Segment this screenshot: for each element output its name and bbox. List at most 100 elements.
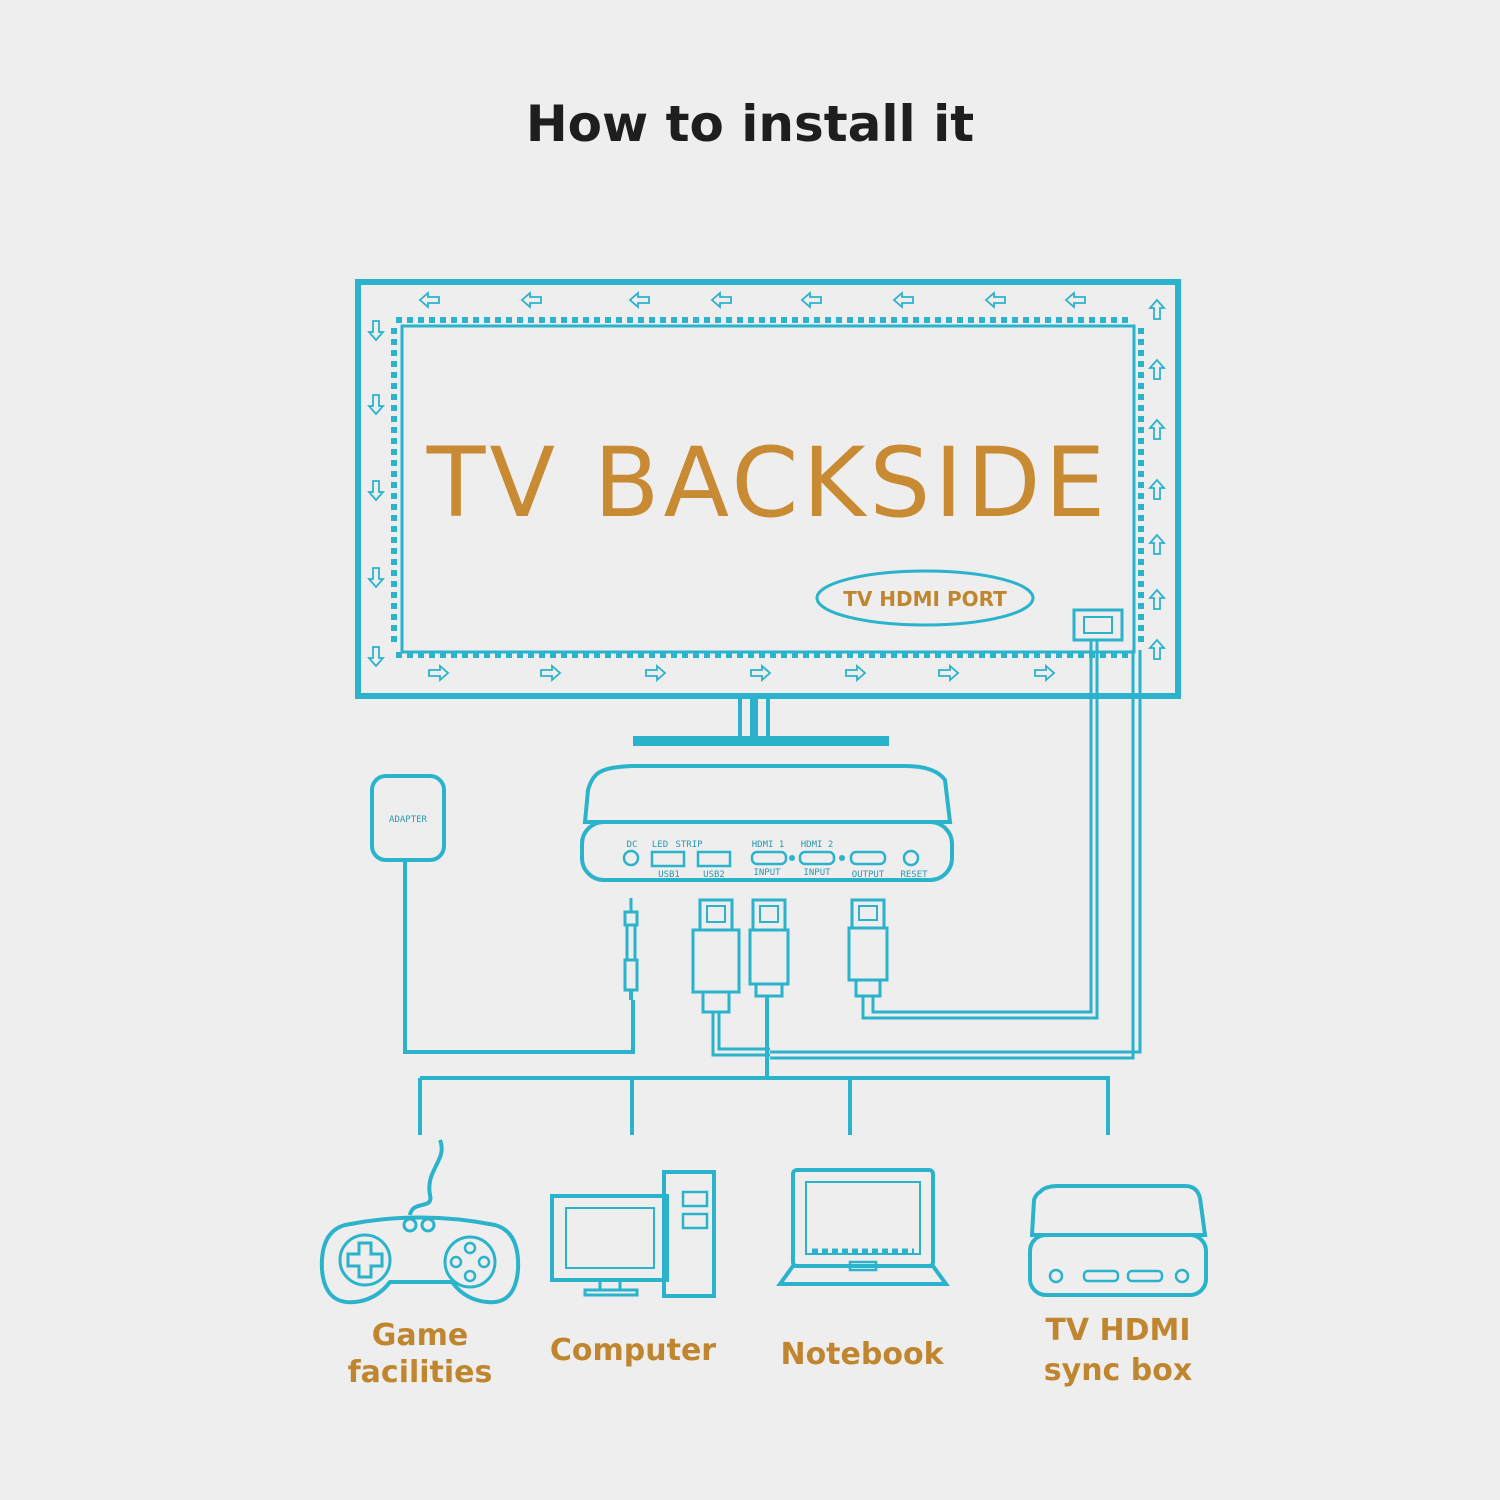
dc-port	[622, 849, 640, 867]
led-chip	[391, 537, 397, 543]
sync-box-icon-button	[1174, 1268, 1190, 1284]
led-chip	[1100, 652, 1106, 658]
led-chip	[990, 652, 996, 658]
led-chip	[429, 652, 435, 658]
gamepad-cable	[408, 1139, 444, 1216]
led-chip	[990, 317, 996, 323]
led-chip	[880, 652, 886, 658]
direction-arrow-icon	[892, 291, 914, 309]
led-chip	[391, 438, 397, 444]
led-chip	[1138, 460, 1144, 466]
led-chip	[704, 317, 710, 323]
led-chip	[391, 559, 397, 565]
led-chip	[715, 652, 721, 658]
device-label-notebook: Notebook	[780, 1337, 944, 1372]
led-chip	[682, 652, 688, 658]
device-bus	[418, 1075, 1110, 1135]
direction-arrow-icon	[540, 664, 562, 682]
hdmi2-plug-tip	[759, 905, 779, 923]
led-chip	[391, 394, 397, 400]
led-chip	[1138, 537, 1144, 543]
hdmi-plug-1	[691, 898, 770, 1057]
computer-tower	[662, 1170, 716, 1298]
tv-hdmi-port-slot	[1083, 616, 1113, 634]
led-chip	[583, 317, 589, 323]
direction-arrows	[367, 291, 1166, 682]
led-chip	[935, 317, 941, 323]
led-chip	[1012, 652, 1018, 658]
laptop-touchpad	[848, 1260, 878, 1272]
led-chip	[1023, 317, 1029, 323]
led-chip	[391, 460, 397, 466]
hdmi-plug-output	[847, 640, 1099, 1020]
direction-arrow-icon	[418, 291, 440, 309]
device-label-game-line2: facilities	[348, 1355, 493, 1390]
computer-stand-base	[583, 1288, 639, 1297]
led-chip	[1138, 636, 1144, 642]
led-chip	[671, 652, 677, 658]
led-chip	[451, 652, 457, 658]
led-chip	[391, 482, 397, 488]
port-label-hdmi2: HDMI 2	[801, 840, 834, 850]
led-chip	[391, 636, 397, 642]
port-label-usb2: USB2	[703, 870, 725, 880]
direction-arrow-icon	[1148, 298, 1166, 320]
reset-button	[902, 849, 920, 867]
led-chip	[891, 317, 897, 323]
led-chip	[671, 317, 677, 323]
led-chip	[473, 317, 479, 323]
led-chip	[792, 652, 798, 658]
led-chip	[550, 317, 556, 323]
led-chip	[1138, 493, 1144, 499]
laptop-icon	[776, 1168, 950, 1286]
output-cable-to-tv	[861, 640, 1099, 1020]
direction-arrow-icon	[1148, 358, 1166, 380]
device-label-computer: Computer	[550, 1333, 716, 1368]
sync-box-front	[580, 820, 954, 882]
hdmi1-input-port	[750, 850, 788, 866]
direction-arrow-icon	[845, 664, 867, 682]
led-chip	[495, 652, 501, 658]
led-chip	[594, 652, 600, 658]
dc-plug-body	[623, 898, 639, 992]
led-chip	[528, 652, 534, 658]
led-chip	[539, 317, 545, 323]
led-chip	[1138, 438, 1144, 444]
led-chip	[880, 317, 886, 323]
led-chip	[1138, 526, 1144, 532]
led-chip	[1138, 328, 1144, 334]
led-chip	[1089, 317, 1095, 323]
hdmi2-input-port	[798, 850, 836, 866]
led-chip	[561, 317, 567, 323]
direction-arrow-icon	[367, 480, 385, 502]
led-chip	[484, 317, 490, 323]
tv-hdmi-port-oval	[815, 569, 1035, 627]
led-chip	[1138, 504, 1144, 510]
led-chip	[1138, 482, 1144, 488]
led-chip	[924, 317, 930, 323]
led-chip	[660, 317, 666, 323]
led-chip	[638, 652, 644, 658]
laptop-screen	[805, 1181, 921, 1255]
led-chip	[1100, 317, 1106, 323]
led-chip	[902, 652, 908, 658]
led-chip	[391, 427, 397, 433]
tv-hdmi-port	[1072, 608, 1124, 642]
led-chip	[1012, 317, 1018, 323]
direction-arrow-icon	[645, 664, 667, 682]
output-cable-to-tv	[871, 640, 1093, 1014]
led-chip	[847, 652, 853, 658]
led-chip	[1122, 317, 1128, 323]
led-chip	[847, 317, 853, 323]
led-chip	[748, 652, 754, 658]
led-chip	[391, 372, 397, 378]
led-chip	[1138, 581, 1144, 587]
direction-arrow-icon	[428, 664, 450, 682]
led-chip	[924, 652, 930, 658]
adapter-cable	[403, 860, 635, 1054]
led-chip	[803, 652, 809, 658]
led-chip	[391, 515, 397, 521]
led-chip	[825, 652, 831, 658]
led-chip	[407, 652, 413, 658]
hdmi1-plug-body	[691, 928, 741, 994]
